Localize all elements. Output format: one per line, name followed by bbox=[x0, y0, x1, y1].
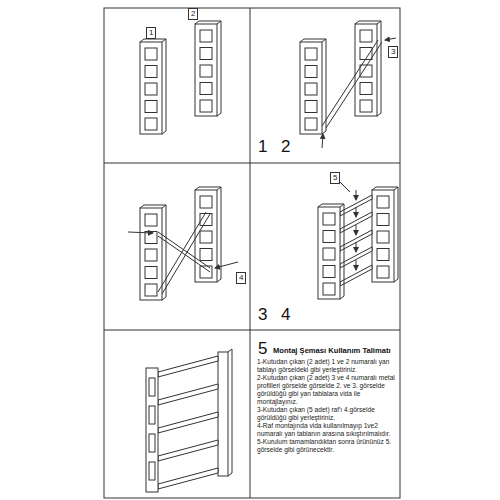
instruction-list: 1-Kutudan çıkan (2 adet) 1 ve 2 numaralı… bbox=[257, 358, 396, 454]
callout-number: 5 bbox=[330, 172, 340, 184]
instruction-step: 3-Kutudan çıkan (5 adet) raf'ı 4.görseld… bbox=[257, 406, 396, 422]
shelf-insertion bbox=[318, 182, 398, 299]
step-number: 3 bbox=[258, 306, 267, 323]
panel-grid bbox=[104, 8, 400, 498]
callout-number: 3 bbox=[388, 46, 398, 58]
instruction-step: 4-Raf montajında vida kullanılmayıp 1ve2… bbox=[257, 422, 396, 438]
step-number: 2 bbox=[281, 138, 290, 155]
callout-number: 2 bbox=[188, 8, 198, 20]
instruction-step: 2-Kutudan çıkan (2 adet) 3 ve 4 numaralı… bbox=[257, 374, 396, 406]
instruction-step: 1-Kutudan çıkan (2 adet) 1 ve 2 numaralı… bbox=[257, 358, 396, 374]
callout-number: 4 bbox=[236, 272, 246, 284]
side-panels-with-cross-profiles bbox=[128, 187, 238, 300]
assembled-shelf bbox=[146, 349, 232, 492]
step-number: 5 bbox=[258, 340, 267, 357]
step-number: 1 bbox=[258, 138, 267, 155]
side-panels-with-profile bbox=[300, 21, 396, 148]
step-number: 4 bbox=[281, 306, 290, 323]
instruction-title: Montaj Şeması Kullanım Talimatı bbox=[273, 346, 391, 355]
side-panels bbox=[140, 21, 221, 134]
callout-number: 1 bbox=[146, 27, 156, 39]
instruction-step: 5-Kurulum tamamlandıktan sonra ürününüz … bbox=[257, 438, 396, 454]
